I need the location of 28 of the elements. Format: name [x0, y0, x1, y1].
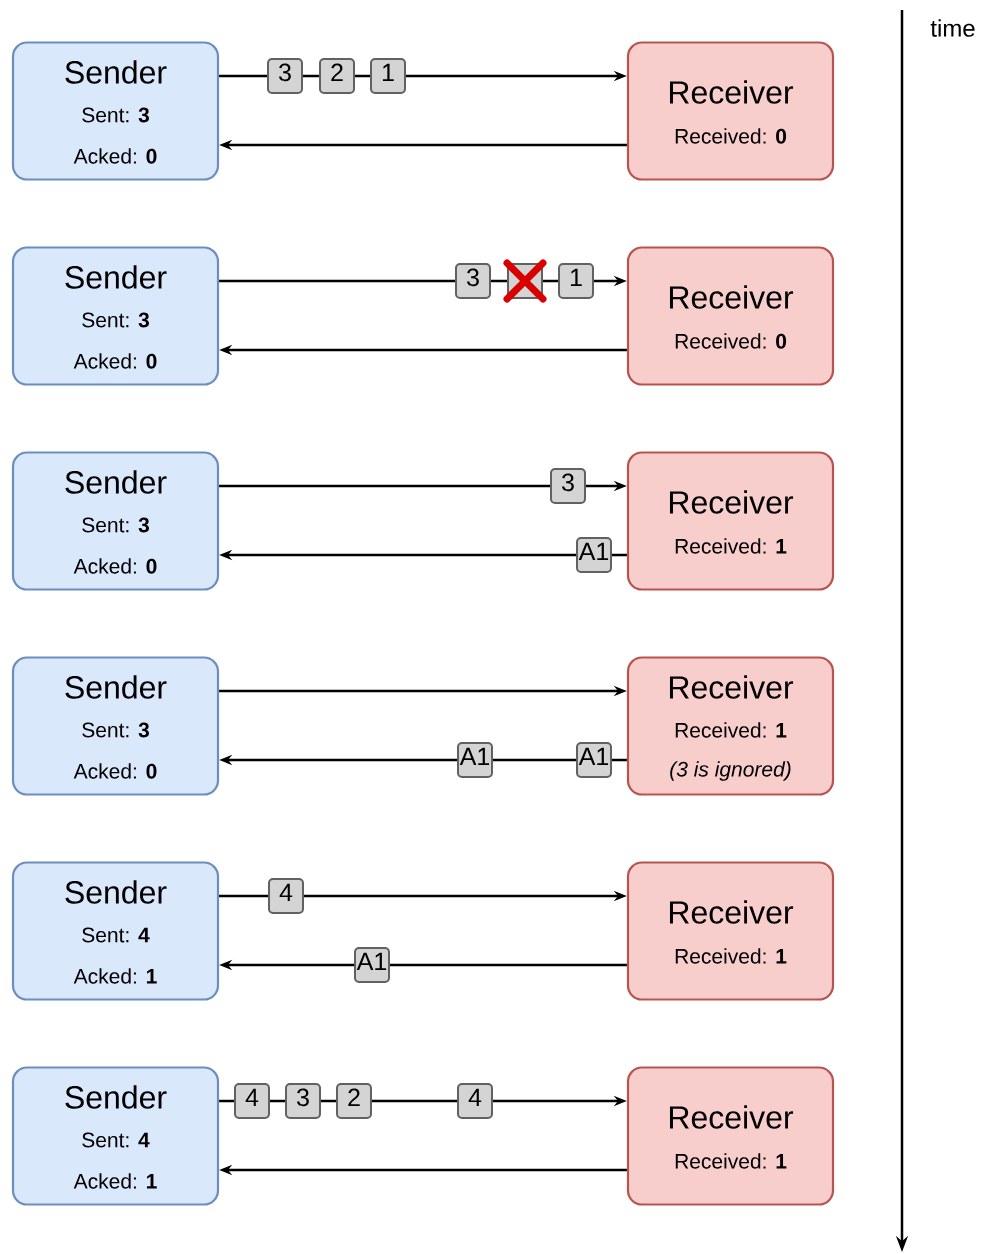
sender-box: Sender Sent: 3 Acked: 0 [11, 246, 220, 386]
packet-box: 3 [550, 468, 586, 504]
receiver-box: Receiver Received: 1 [626, 451, 835, 591]
axis-label: time [930, 19, 975, 37]
packet-box: A1 [576, 742, 612, 778]
sender-box: Sender Sent: 3 Acked: 0 [11, 451, 220, 591]
packet-box: 4 [234, 1083, 270, 1119]
receiver-box: Receiver Received: 1 [626, 861, 835, 1001]
sender-box: Sender Sent: 4 Acked: 1 [11, 1066, 220, 1206]
packet-box: 1 [370, 58, 406, 94]
packet-box: 3 [455, 263, 491, 299]
receiver-box: Receiver Received: 0 [626, 41, 835, 181]
packet-box: A1 [457, 742, 493, 778]
packet-box: 4 [268, 878, 304, 914]
packet-box: 2 [319, 58, 355, 94]
packet-box: A1 [354, 947, 390, 983]
sender-box: Sender Sent: 4 Acked: 1 [11, 861, 220, 1001]
packet-box: 3 [267, 58, 303, 94]
sender-box: Sender Sent: 3 Acked: 0 [11, 656, 220, 796]
packet-box: 1 [558, 263, 594, 299]
receiver-box: Receiver Received: 1 [626, 1066, 835, 1206]
packet-box: 3 [285, 1083, 321, 1119]
receiver-box: Receiver Received: 1 (3 is ignored) [626, 656, 835, 796]
packet-box: 4 [457, 1083, 493, 1119]
receiver-box: Receiver Received: 0 [626, 246, 835, 386]
packet-box: 2 [336, 1083, 372, 1119]
packet-box: A1 [576, 537, 612, 573]
sender-box: Sender Sent: 3 Acked: 0 [11, 41, 220, 181]
